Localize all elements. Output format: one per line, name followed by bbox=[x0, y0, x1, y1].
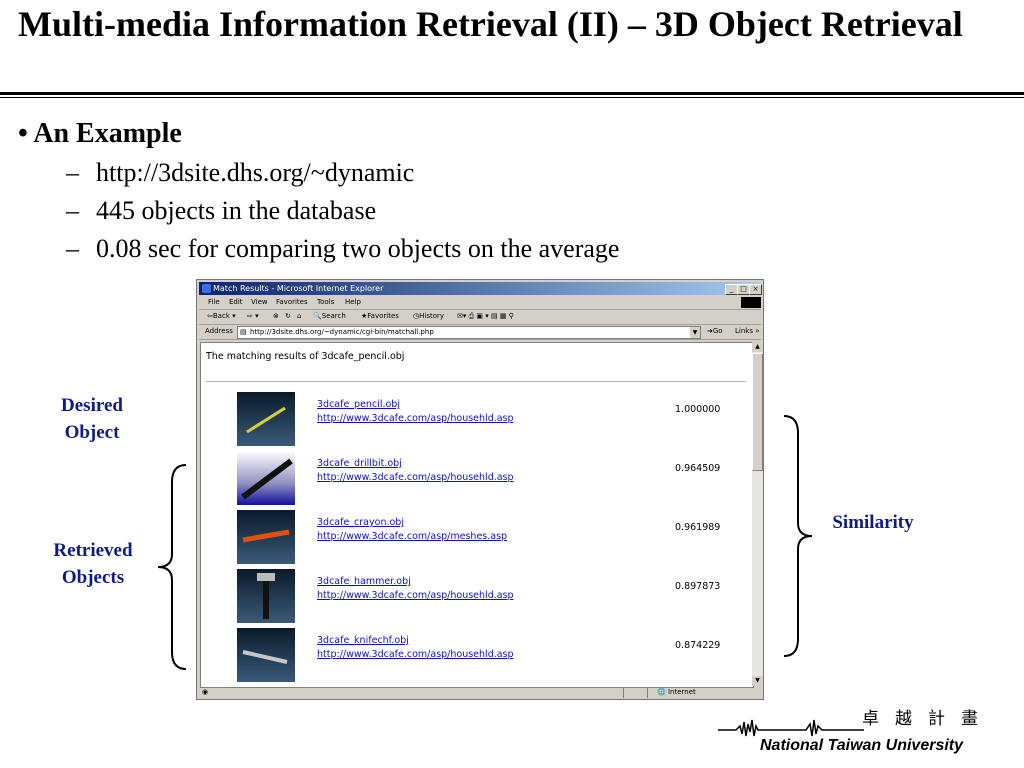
result-url-link[interactable]: http://www.3dcafe.com/asp/househld.asp bbox=[317, 649, 514, 660]
result-file-link[interactable]: 3dcafe_crayon.obj bbox=[317, 517, 404, 528]
back-button[interactable]: ⇦Back ▾ bbox=[207, 312, 236, 320]
result-url-link[interactable]: http://www.3dcafe.com/asp/househld.asp bbox=[317, 472, 514, 483]
status-divider bbox=[623, 687, 624, 698]
menu-help[interactable]: Help bbox=[345, 298, 361, 306]
go-button[interactable]: ➜Go bbox=[707, 327, 723, 335]
close-button[interactable]: × bbox=[749, 284, 762, 295]
retrieved-objects-label: Retrieved Objects bbox=[36, 537, 150, 591]
history-button[interactable]: ◷History bbox=[413, 312, 445, 320]
menu-view[interactable]: View bbox=[251, 298, 268, 306]
menu-edit[interactable]: Edit bbox=[229, 298, 243, 306]
links-label: Links bbox=[735, 327, 753, 335]
internet-zone-label: Internet bbox=[667, 688, 696, 696]
label-line: Desired bbox=[61, 395, 123, 416]
ie-icon bbox=[202, 284, 211, 293]
mail-icon[interactable]: ✉▾ ⎙ ▣ ▾ ▤ ▦ ⚲ bbox=[457, 312, 514, 320]
title-rule bbox=[0, 92, 1024, 95]
history-label: History bbox=[419, 312, 445, 320]
label-line: Object bbox=[64, 422, 120, 443]
result-score: 1.000000 bbox=[675, 404, 721, 415]
result-file-link[interactable]: 3dcafe_hammer.obj bbox=[317, 576, 411, 587]
heading-divider bbox=[206, 381, 746, 382]
internet-zone: 🌐 Internet bbox=[657, 688, 696, 696]
windows-logo-icon bbox=[741, 297, 761, 308]
label-line: Objects bbox=[61, 567, 125, 588]
result-file-link[interactable]: 3dcafe_pencil.obj bbox=[317, 399, 400, 410]
stop-icon[interactable]: ⊗ bbox=[273, 312, 279, 320]
menu-tools[interactable]: Tools bbox=[317, 298, 335, 306]
results-heading: The matching results of 3dcafe_pencil.ob… bbox=[206, 351, 405, 362]
forward-icon[interactable]: ⇨ ▾ bbox=[247, 312, 259, 320]
back-label: Back bbox=[212, 312, 230, 320]
refresh-icon[interactable]: ↻ bbox=[285, 312, 291, 320]
footer-waveform-logo bbox=[718, 719, 864, 737]
label-line: Retrieved bbox=[53, 540, 133, 561]
desired-object-label: Desired Object bbox=[40, 392, 144, 446]
footer-university: National Taiwan University bbox=[760, 737, 964, 754]
page-content: The matching results of 3dcafe_pencil.ob… bbox=[200, 342, 754, 688]
result-row: 3dcafe_pencil.obj http://www.3dcafe.com/… bbox=[201, 392, 753, 450]
page-icon: ▤ bbox=[240, 328, 247, 336]
slide-title: Multi-media Information Retrieval (II) –… bbox=[18, 4, 963, 44]
result-url-link[interactable]: http://www.3dcafe.com/asp/meshes.asp bbox=[317, 531, 508, 542]
result-score: 0.897873 bbox=[675, 581, 721, 592]
result-score: 0.961989 bbox=[675, 522, 721, 533]
title-rule-thin bbox=[0, 97, 1024, 98]
result-score: 0.874229 bbox=[675, 640, 721, 651]
result-row: 3dcafe_crayon.obj http://www.3dcafe.com/… bbox=[201, 510, 753, 568]
footer-cjk-text: 卓越計畫 bbox=[862, 709, 994, 729]
address-input[interactable]: ▤ http://3dsite.dhs.org/~dynamic/cgi-bin… bbox=[237, 326, 701, 339]
crayon-thumbnail bbox=[237, 510, 295, 564]
drillbit-thumbnail bbox=[237, 451, 295, 505]
result-file-link[interactable]: 3dcafe_knifechf.obj bbox=[317, 635, 409, 646]
pencil-thumbnail bbox=[237, 392, 295, 446]
page-status-icon: ◉ bbox=[202, 688, 209, 696]
browser-window: Match Results - Microsoft Internet Explo… bbox=[196, 279, 764, 700]
status-bar: ◉ 🌐 Internet bbox=[199, 686, 761, 699]
window-title: Match Results - Microsoft Internet Explo… bbox=[213, 284, 384, 293]
go-label: Go bbox=[712, 327, 723, 335]
address-value: http://3dsite.dhs.org/~dynamic/cgi-bin/m… bbox=[250, 328, 434, 336]
sub-bullet-time: –0.08 sec for comparing two objects on t… bbox=[66, 234, 620, 263]
scroll-thumb[interactable] bbox=[752, 353, 763, 471]
favorites-button[interactable]: ★Favorites bbox=[361, 312, 399, 320]
vertical-scrollbar[interactable]: ▲ ▼ bbox=[752, 342, 763, 686]
favorites-label: Favorites bbox=[367, 312, 399, 320]
sub-bullet-url: –http://3dsite.dhs.org/~dynamic bbox=[66, 158, 415, 187]
result-score: 0.964509 bbox=[675, 463, 721, 474]
toolbar: ⇦Back ▾ ⇨ ▾ ⊗ ↻ ⌂ 🔍Search ★Favorites ◷Hi… bbox=[199, 310, 761, 325]
scroll-down-icon[interactable]: ▼ bbox=[752, 676, 763, 686]
result-row: 3dcafe_hammer.obj http://www.3dcafe.com/… bbox=[201, 569, 753, 627]
address-dropdown-icon[interactable]: ▼ bbox=[690, 327, 700, 338]
similarity-label: Similarity bbox=[832, 512, 914, 533]
result-row: 3dcafe_knifechf.obj http://www.3dcafe.co… bbox=[201, 628, 753, 686]
result-url-link[interactable]: http://www.3dcafe.com/asp/househld.asp bbox=[317, 413, 514, 424]
bullet-text: An Example bbox=[33, 118, 182, 149]
bullet-an-example: • An Example bbox=[18, 118, 182, 149]
menu-file[interactable]: File bbox=[208, 298, 220, 306]
home-icon[interactable]: ⌂ bbox=[297, 312, 302, 320]
address-label: Address bbox=[205, 327, 233, 335]
hammer-thumbnail bbox=[237, 569, 295, 623]
address-bar: Address ▤ http://3dsite.dhs.org/~dynamic… bbox=[199, 325, 761, 340]
search-button[interactable]: 🔍Search bbox=[313, 312, 346, 320]
knife-thumbnail bbox=[237, 628, 295, 682]
left-brace bbox=[157, 464, 187, 670]
sub-bullet-text: 445 objects in the database bbox=[96, 196, 377, 225]
links-button[interactable]: Links » bbox=[735, 327, 760, 335]
right-brace bbox=[783, 415, 813, 657]
result-file-link[interactable]: 3dcafe_drillbit.obj bbox=[317, 458, 402, 469]
menu-favorites[interactable]: Favorites bbox=[276, 298, 308, 306]
result-row: 3dcafe_drillbit.obj http://www.3dcafe.co… bbox=[201, 451, 753, 509]
search-label: Search bbox=[321, 312, 346, 320]
window-titlebar: Match Results - Microsoft Internet Explo… bbox=[199, 282, 762, 295]
sub-bullet-text: 0.08 sec for comparing two objects on th… bbox=[96, 234, 620, 263]
sub-bullet-count: –445 objects in the database bbox=[66, 196, 377, 225]
result-url-link[interactable]: http://www.3dcafe.com/asp/househld.asp bbox=[317, 590, 514, 601]
sub-bullet-text: http://3dsite.dhs.org/~dynamic bbox=[96, 158, 415, 187]
menu-bar: File Edit View Favorites Tools Help bbox=[199, 296, 761, 310]
status-divider bbox=[647, 687, 648, 698]
scroll-up-icon[interactable]: ▲ bbox=[752, 342, 763, 352]
